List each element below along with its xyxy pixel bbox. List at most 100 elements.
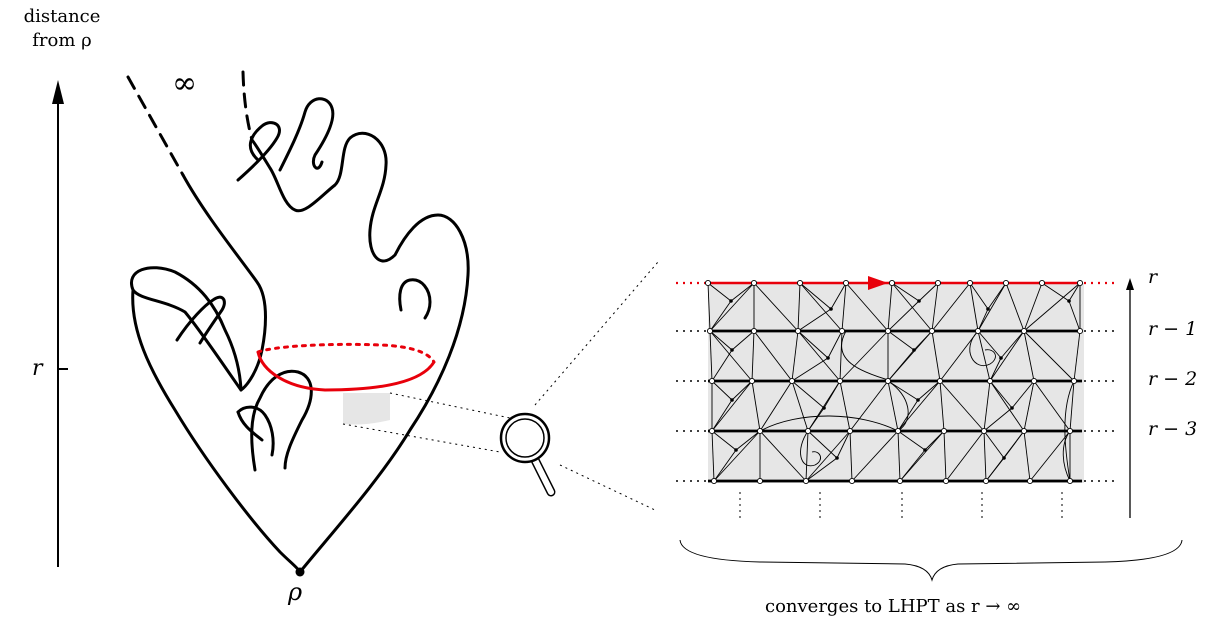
- layer-vertex: [756, 427, 764, 435]
- boundary-direction-arrow: [868, 276, 888, 290]
- layer-vertex: [842, 279, 850, 287]
- mesh-edge: [753, 330, 793, 382]
- layer-vertex: [966, 279, 974, 287]
- layer-vertex: [986, 377, 994, 385]
- inner-vertex: [917, 299, 921, 303]
- mesh-edge: [731, 380, 753, 401]
- zoomed-panel: [676, 276, 1118, 520]
- mesh-edge: [797, 330, 829, 359]
- root-node: [295, 567, 305, 577]
- layer-vertex: [708, 377, 716, 385]
- zoom-region: [343, 393, 390, 425]
- mesh-curve: [887, 380, 909, 432]
- inner-vertex: [835, 456, 839, 460]
- mesh-edge: [713, 430, 761, 482]
- layer-vertex: [796, 279, 804, 287]
- layer-vertex: [804, 427, 812, 435]
- mesh-edge: [887, 380, 899, 432]
- mesh-edge: [839, 330, 843, 382]
- mesh-curve: [759, 415, 899, 432]
- inner-vertex: [730, 398, 734, 402]
- mesh-edge: [969, 282, 989, 310]
- loop-front-solid: [256, 351, 436, 392]
- mesh-edge: [827, 330, 843, 359]
- mesh-edge: [983, 430, 987, 482]
- mesh-edge: [711, 399, 733, 432]
- layer-vertex: [836, 377, 844, 385]
- inner-vertex: [826, 356, 830, 360]
- layer-vertex: [1066, 427, 1074, 435]
- layer-vertex: [1070, 377, 1078, 385]
- zoom-connectors: [342, 261, 659, 511]
- left-infinite-branch: [126, 75, 185, 177]
- mesh-edge: [887, 330, 915, 351]
- panel-shade: [708, 283, 1084, 483]
- mesh-edge: [799, 282, 843, 332]
- mesh-edge: [891, 282, 920, 302]
- mesh-edge: [799, 282, 832, 310]
- layer-vertex: [802, 477, 810, 485]
- mesh-edge: [924, 430, 945, 451]
- layer-vertex: [748, 377, 756, 385]
- mesh-edge: [931, 330, 941, 382]
- mesh-edge: [983, 380, 991, 432]
- mesh-edge: [797, 330, 841, 382]
- mesh-curve: [800, 430, 822, 467]
- layer-vertex: [1066, 477, 1074, 485]
- mesh-edge: [989, 380, 1013, 409]
- mesh-edge: [711, 430, 715, 482]
- mesh-edge: [931, 282, 971, 332]
- layer-vertex: [710, 477, 718, 485]
- mesh-edge: [791, 380, 825, 409]
- mesh-edge: [707, 282, 732, 302]
- layer-vertex: [888, 279, 896, 287]
- inner-vertex: [999, 356, 1003, 360]
- mesh-edge: [917, 380, 941, 401]
- layer-vertex: [980, 427, 988, 435]
- mesh-edge: [897, 430, 901, 482]
- layer-vertex: [884, 327, 892, 335]
- mesh-edge: [899, 430, 945, 482]
- mesh-edge: [1003, 430, 1025, 459]
- mesh-edge: [1005, 282, 1025, 332]
- inner-vertex: [729, 299, 733, 303]
- layer-label-r: r: [1148, 266, 1158, 288]
- distance-axis: [52, 80, 68, 567]
- mesh-edge: [735, 430, 761, 451]
- layer-vertex: [894, 427, 902, 435]
- mesh-edge: [709, 330, 713, 382]
- mesh-edge: [713, 449, 737, 482]
- mesh-edge: [851, 430, 899, 482]
- cross-section-loop: [256, 342, 436, 392]
- layer-vertex: [928, 327, 936, 335]
- mesh-edge: [918, 282, 939, 302]
- mesh-edge: [939, 380, 985, 432]
- mesh-edge: [791, 330, 799, 382]
- mesh-edge: [1041, 282, 1070, 302]
- mesh-edge: [913, 330, 933, 351]
- mesh-edge: [939, 380, 945, 432]
- inner-vertex: [734, 448, 738, 452]
- mesh-edge: [1023, 380, 1035, 432]
- mesh-curve: [969, 330, 996, 367]
- mesh-edge: [751, 380, 761, 432]
- mesh-edge: [1023, 282, 1081, 332]
- mesh-nodes: [704, 279, 1084, 485]
- layer-vertex: [1076, 327, 1084, 335]
- mesh-edge: [839, 380, 851, 432]
- axis-tick-label: r: [32, 356, 43, 381]
- mesh-edge: [945, 430, 985, 482]
- mesh-edge: [836, 430, 851, 459]
- mesh-edge: [989, 357, 1002, 382]
- mesh-edge: [711, 349, 733, 382]
- layer-label-r-minus-2: r − 2: [1148, 368, 1198, 390]
- mesh-edge: [1073, 330, 1081, 382]
- mesh-edge: [887, 349, 915, 382]
- layer-vertex: [1020, 427, 1028, 435]
- mesh-edge: [943, 430, 947, 482]
- layer-vertex: [756, 477, 764, 485]
- mesh-edge: [751, 330, 755, 382]
- inner-vertex: [1067, 299, 1071, 303]
- mesh-edge: [711, 380, 753, 432]
- mesh-edge: [897, 430, 926, 451]
